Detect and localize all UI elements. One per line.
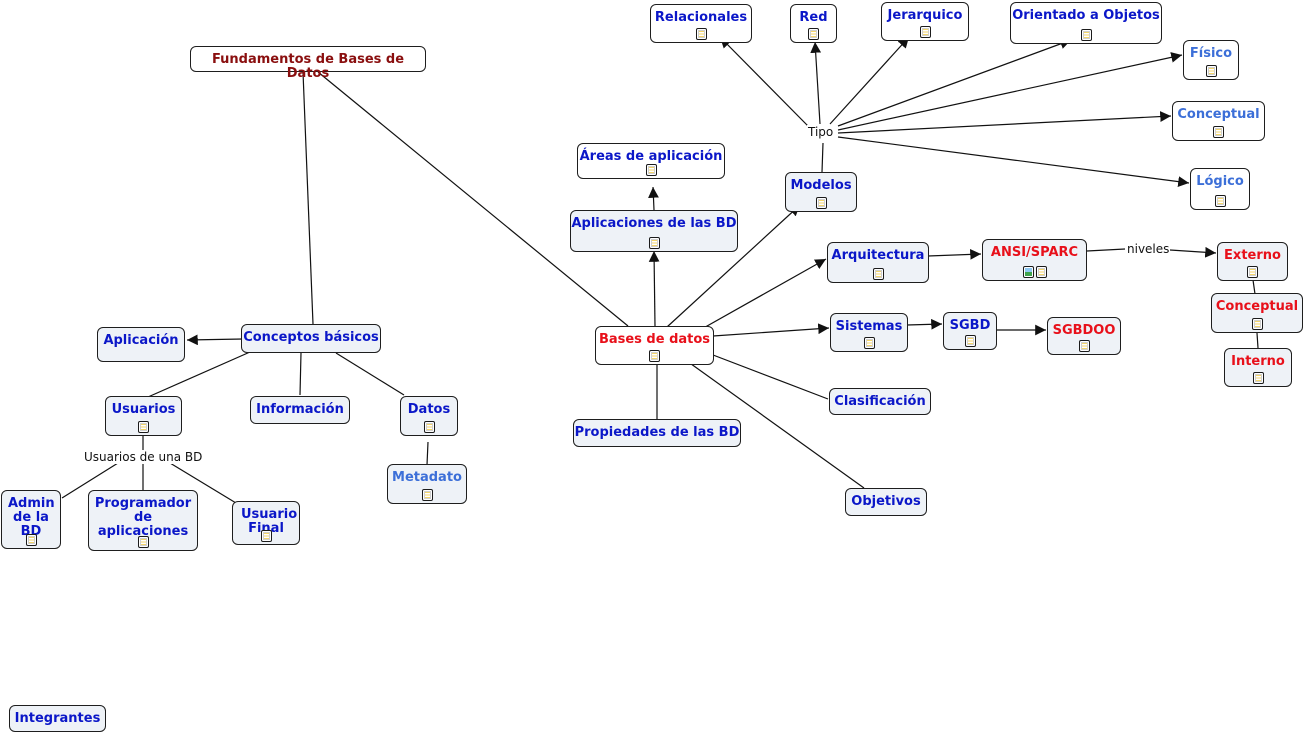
node-label: Propiedades de las BD	[574, 425, 740, 440]
node-label: Objetivos	[851, 494, 921, 509]
document-icon[interactable]	[964, 335, 976, 347]
node-relacionales[interactable]: Relacionales	[650, 4, 752, 43]
node-label: Áreas de aplicación	[579, 149, 723, 164]
node-label: Fundamentos de Bases de Datos	[211, 52, 405, 81]
document-icon[interactable]	[1214, 195, 1226, 207]
node-label: Jerarquico	[887, 8, 963, 23]
node-label: Lógico	[1196, 174, 1244, 189]
node-externo[interactable]: Externo	[1217, 242, 1288, 281]
node-label: Usuario Final	[241, 507, 298, 536]
document-icon[interactable]	[1247, 266, 1258, 278]
document-icon[interactable]	[1080, 29, 1092, 41]
node-interno[interactable]: Interno	[1224, 348, 1292, 387]
node-label: Conceptual	[1215, 299, 1299, 314]
image-icon[interactable]	[1022, 266, 1034, 278]
node-areas-aplicacion[interactable]: Áreas de aplicación	[577, 143, 725, 179]
node-label: Integrantes	[14, 711, 101, 726]
document-icon[interactable]	[1035, 266, 1047, 278]
node-logico[interactable]: Lógico	[1190, 168, 1250, 210]
node-modelos[interactable]: Modelos	[785, 172, 857, 212]
document-icon[interactable]	[808, 28, 819, 40]
node-aplicaciones-bd[interactable]: Aplicaciones de las BD	[570, 210, 738, 252]
node-objetivos[interactable]: Objetivos	[845, 488, 927, 516]
node-label: Sistemas	[835, 319, 903, 334]
node-label: ANSI/SPARC	[990, 245, 1079, 260]
node-usuarios[interactable]: Usuarios	[105, 396, 182, 436]
node-label: Red	[799, 10, 828, 25]
node-label: Aplicaciones de las BD	[571, 216, 737, 231]
node-datos[interactable]: Datos	[400, 396, 458, 436]
node-label: Conceptual	[1177, 107, 1260, 122]
document-icon[interactable]	[423, 421, 435, 433]
node-label: Datos	[407, 402, 451, 417]
node-label: Arquitectura	[831, 248, 925, 263]
node-label: Relacionales	[654, 10, 748, 25]
document-icon[interactable]	[1252, 372, 1264, 384]
document-icon[interactable]	[260, 530, 272, 542]
node-sgbdoo[interactable]: SGBDOO	[1047, 317, 1121, 355]
node-label: Información	[256, 402, 344, 417]
node-label: Orientado a Objetos	[1012, 8, 1160, 23]
node-usuario-final[interactable]: Usuario Final	[232, 501, 300, 545]
node-label: Bases de datos	[598, 332, 711, 347]
node-conceptual-modelo[interactable]: Conceptual	[1172, 101, 1265, 141]
document-icon[interactable]	[648, 237, 660, 249]
document-icon[interactable]	[25, 534, 37, 546]
node-clasificacion[interactable]: Clasificación	[829, 388, 931, 415]
node-label: Clasificación	[834, 394, 926, 409]
node-label: Modelos	[790, 178, 852, 193]
node-aplicacion[interactable]: Aplicación	[97, 327, 185, 362]
node-integrantes[interactable]: Integrantes	[9, 705, 106, 732]
node-bases-de-datos[interactable]: Bases de datos	[595, 326, 714, 365]
phrase-usuarios-bd: Usuarios de una BD	[83, 450, 204, 464]
node-sgbd[interactable]: SGBD	[943, 312, 997, 350]
document-icon[interactable]	[421, 489, 433, 501]
node-label: Usuarios	[111, 402, 176, 417]
node-label: Conceptos básicos	[243, 330, 379, 345]
document-icon[interactable]	[1213, 126, 1224, 138]
document-icon[interactable]	[815, 197, 827, 209]
document-icon[interactable]	[137, 536, 149, 548]
document-icon[interactable]	[872, 268, 884, 280]
document-icon[interactable]	[863, 337, 875, 349]
document-icon[interactable]	[645, 164, 657, 176]
node-label: SGBDOO	[1052, 323, 1116, 338]
node-informacion[interactable]: Información	[250, 396, 350, 424]
document-icon[interactable]	[1078, 340, 1090, 352]
document-icon[interactable]	[695, 28, 707, 40]
node-label: Físico	[1189, 46, 1233, 61]
node-label: Interno	[1231, 354, 1285, 369]
document-icon[interactable]	[919, 26, 931, 38]
node-red[interactable]: Red	[790, 4, 837, 43]
node-orientado-objetos[interactable]: Orientado a Objetos	[1010, 2, 1162, 44]
node-label: Metadato	[392, 470, 462, 485]
node-label: Programador de aplicaciones	[94, 496, 192, 539]
node-label: Externo	[1224, 248, 1281, 263]
node-sistemas[interactable]: Sistemas	[830, 313, 908, 352]
node-propiedades-bd[interactable]: Propiedades de las BD	[573, 419, 741, 447]
node-label: Aplicación	[103, 333, 179, 348]
node-arquitectura[interactable]: Arquitectura	[827, 242, 929, 283]
phrase-niveles: niveles	[1126, 242, 1171, 256]
node-programador-aplicaciones[interactable]: Programador de aplicaciones	[88, 490, 198, 551]
node-conceptual-nivel[interactable]: Conceptual	[1211, 293, 1303, 333]
node-jerarquico[interactable]: Jerarquico	[881, 2, 969, 41]
node-fisico[interactable]: Físico	[1183, 40, 1239, 80]
node-admin-bd[interactable]: Admin de la BD	[1, 490, 61, 549]
node-fundamentos[interactable]: Fundamentos de Bases de Datos	[190, 46, 426, 81]
node-metadato[interactable]: Metadato	[387, 464, 467, 504]
node-ansi-sparc[interactable]: ANSI/SPARC	[982, 239, 1087, 281]
node-conceptos-basicos[interactable]: Conceptos básicos	[241, 324, 381, 353]
document-icon[interactable]	[1251, 318, 1263, 330]
document-icon[interactable]	[649, 350, 660, 362]
document-icon[interactable]	[1205, 65, 1217, 77]
node-label: Admin de la BD	[8, 496, 55, 539]
document-icon[interactable]	[138, 421, 149, 433]
phrase-tipo: Tipo	[807, 125, 835, 139]
node-label: SGBD	[949, 318, 991, 333]
